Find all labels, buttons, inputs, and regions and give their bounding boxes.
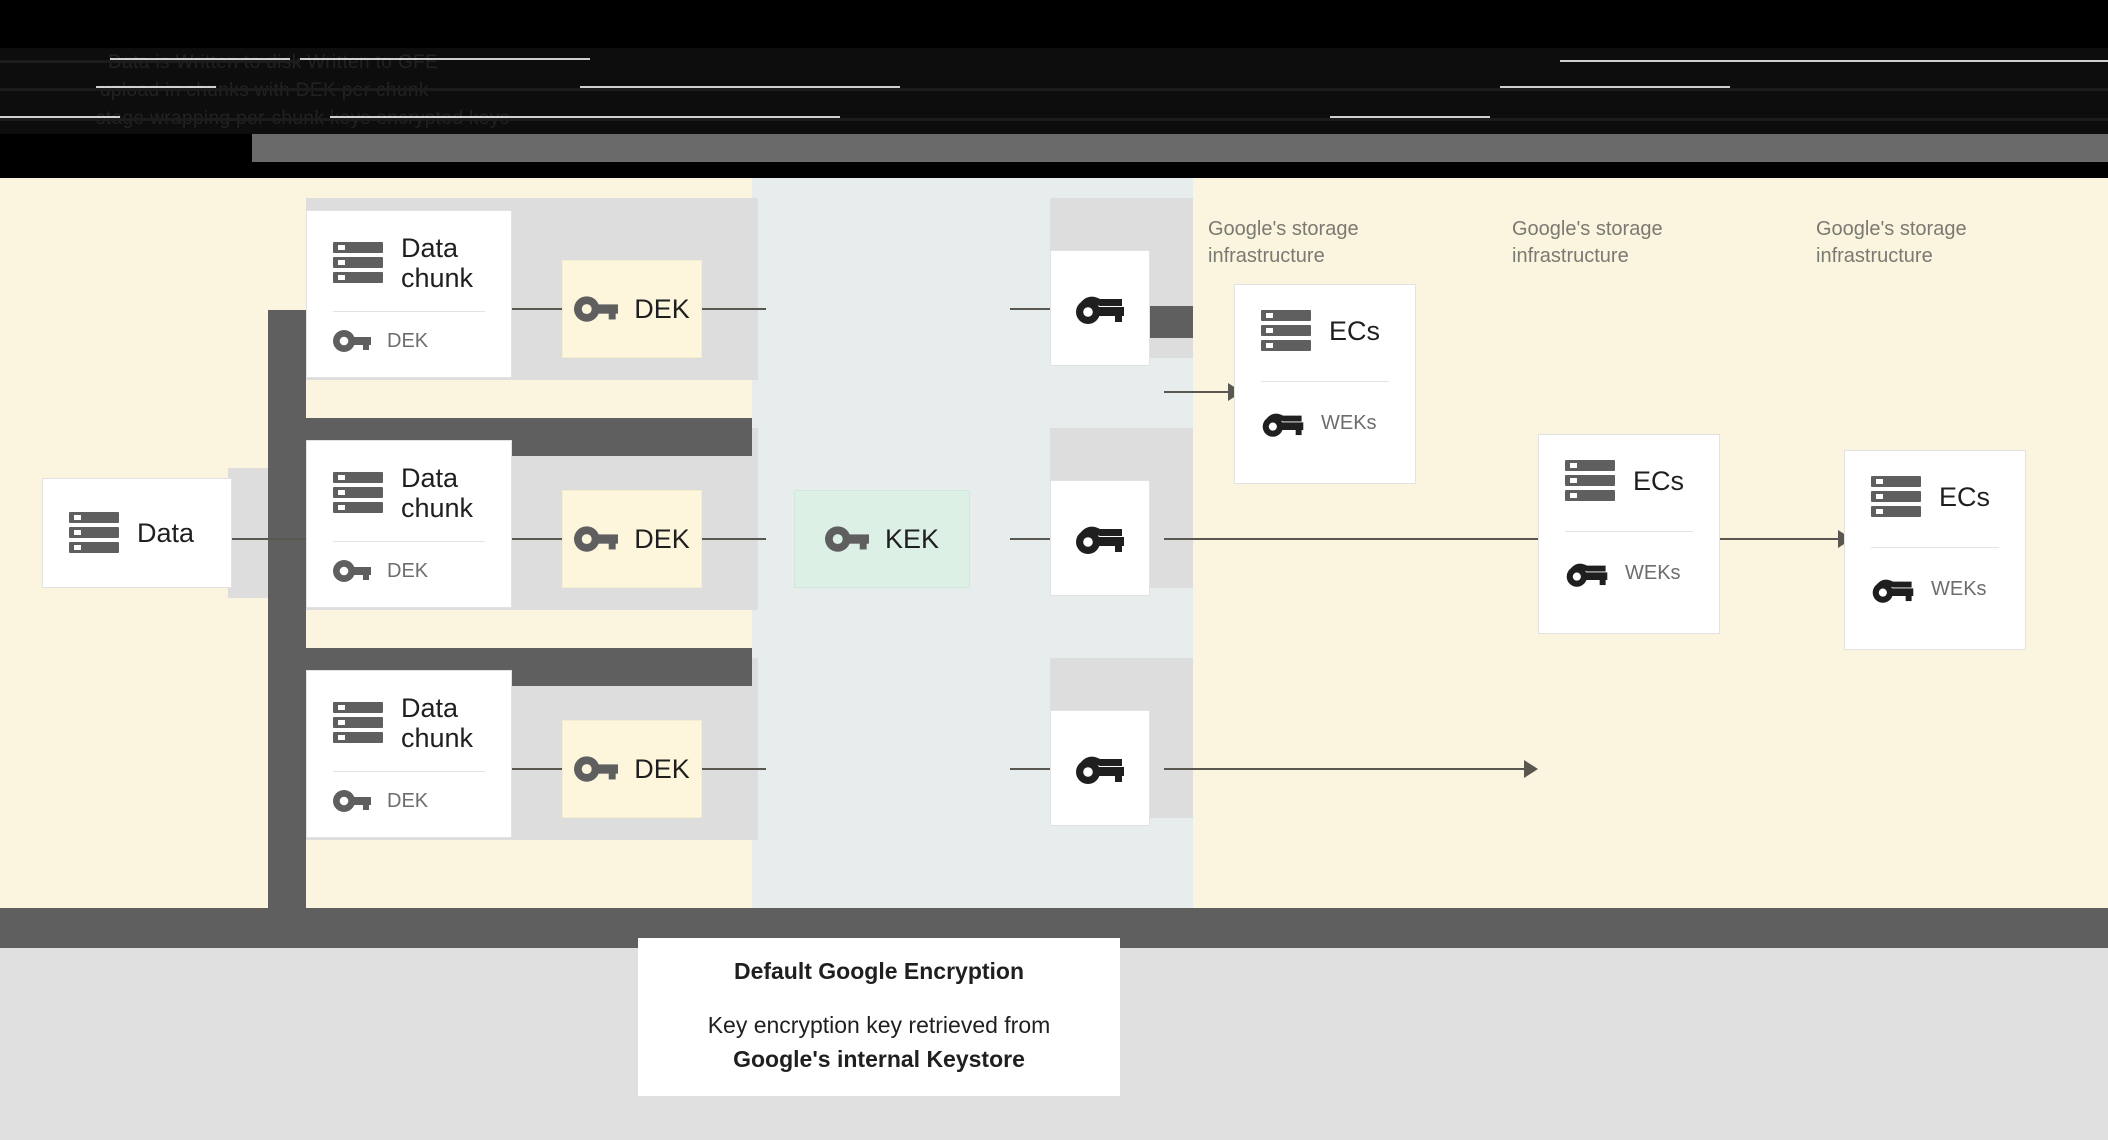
key-icon: [333, 558, 371, 584]
dek-box[interactable]: DEK: [562, 490, 702, 588]
key-icon: [824, 524, 869, 554]
caption-line-2: Google's internal Keystore: [733, 1045, 1025, 1072]
arrow-line-top: [1164, 391, 1236, 393]
header-strike: [0, 88, 2108, 91]
card-divider: [1565, 531, 1693, 532]
server-icon: [1261, 309, 1311, 353]
connector-chunk-to-dek: [512, 538, 562, 540]
server-icon: [69, 511, 119, 555]
data-chunk-card[interactable]: Data chunk DEK: [306, 440, 512, 608]
card-divider: [1871, 547, 1999, 548]
header-strike: [580, 86, 900, 88]
data-chunk-title: Data chunk: [401, 463, 474, 524]
ec-card-key-label: WEKs: [1625, 561, 1681, 584]
kek-label: KEK: [884, 523, 940, 554]
double-key-icon: [1074, 290, 1126, 326]
server-icon: [1871, 475, 1921, 519]
header-strike: [0, 116, 120, 118]
connector-to-wek: [1010, 308, 1052, 310]
card-divider: [333, 311, 485, 313]
ec-card-key-label: WEKs: [1931, 577, 1987, 600]
card-divider: [1261, 381, 1389, 382]
connector-chunk-to-dek: [512, 768, 562, 770]
key-icon: [574, 754, 619, 784]
arrow-line-bottom: [1164, 768, 1534, 770]
double-key-icon: [1261, 408, 1305, 438]
ec-card[interactable]: ECs WEKs: [1538, 434, 1720, 634]
header-footer-notch: [0, 134, 252, 162]
double-key-icon: [1074, 520, 1126, 556]
dek-label: DEK: [634, 523, 690, 554]
kek-box[interactable]: KEK: [794, 490, 970, 588]
header-footer-bar: [0, 134, 2108, 162]
caption-card: Default Google Encryption Key encryption…: [638, 938, 1120, 1096]
dek-label: DEK: [634, 753, 690, 784]
connector-dek-to-zone: [702, 308, 766, 310]
arrow-line-middle: [1164, 538, 1848, 540]
wrapped-key-box[interactable]: [1050, 250, 1150, 366]
ec-card[interactable]: ECs WEKs: [1844, 450, 2026, 650]
ec-card[interactable]: ECs WEKs: [1234, 284, 1416, 484]
dek-box[interactable]: DEK: [562, 260, 702, 358]
infra-label: Google's storage infrastructure: [1208, 218, 1359, 267]
data-chunk-key-label: DEK: [387, 789, 429, 812]
redaction-bar-vertical: [268, 310, 306, 950]
server-icon: [1565, 459, 1615, 503]
key-icon: [574, 294, 619, 324]
arrow-head-bottom: [1524, 760, 1538, 778]
data-chunk-key-label: DEK: [387, 559, 429, 582]
infra-label: Google's storage infrastructure: [1816, 218, 1967, 267]
header-strike: [330, 116, 840, 118]
header-line-2: upload in chunks with DEK per chunk: [100, 80, 1150, 102]
data-chunk-key-label: DEK: [387, 329, 429, 352]
data-chunk-card[interactable]: Data chunk DEK: [306, 670, 512, 838]
dek-label: DEK: [634, 293, 690, 324]
header-strike: [0, 118, 2108, 121]
data-source-label: Data: [137, 517, 195, 548]
header-strike: [110, 58, 290, 60]
ec-card-key-label: WEKs: [1321, 411, 1377, 434]
caption-body: Key encryption key retrieved from Google…: [708, 1009, 1051, 1076]
data-chunk-title: Data chunk: [401, 233, 474, 294]
caption-title: Default Google Encryption: [733, 958, 1025, 985]
obscured-header: Data is Written to disk Written to GFE u…: [0, 0, 2108, 162]
connector-chunk-to-dek: [512, 308, 562, 310]
diagram-canvas: Data Data chunk DEK: [0, 178, 2108, 950]
connector-kek-to-wek: [1010, 538, 1052, 540]
infra-label: Google's storage infrastructure: [1512, 218, 1663, 267]
ec-card-title: ECs: [1939, 481, 1991, 512]
data-chunk-card[interactable]: Data chunk DEK: [306, 210, 512, 378]
key-icon: [333, 328, 371, 354]
data-source-card[interactable]: Data: [42, 478, 232, 588]
wrapped-key-box[interactable]: [1050, 710, 1150, 826]
server-icon: [333, 701, 383, 745]
double-key-icon: [1565, 558, 1609, 588]
dek-box[interactable]: DEK: [562, 720, 702, 818]
header-strike: [1500, 86, 1730, 88]
header-strike: [96, 86, 216, 88]
connector-dek-to-zone: [702, 768, 766, 770]
double-key-icon: [1871, 574, 1915, 604]
card-divider: [333, 541, 485, 543]
header-line-1: Data is Written to disk Written to GFE: [108, 52, 439, 73]
data-chunk-title: Data chunk: [401, 693, 474, 754]
caption-line-1: Key encryption key retrieved from: [707, 1012, 1051, 1039]
server-icon: [333, 241, 383, 285]
header-strike: [1560, 60, 2108, 62]
connector-dek-to-kek: [702, 538, 766, 540]
double-key-icon: [1074, 750, 1126, 786]
connector-to-wek: [1010, 768, 1052, 770]
ec-card-title: ECs: [1633, 465, 1685, 496]
key-icon: [333, 788, 371, 814]
connector-data-to-chunk: [230, 538, 310, 540]
key-icon: [574, 524, 619, 554]
server-icon: [333, 471, 383, 515]
wrapped-key-box[interactable]: [1050, 480, 1150, 596]
header-strike: [1330, 116, 1490, 118]
ec-card-title: ECs: [1329, 315, 1381, 346]
card-divider: [333, 771, 485, 773]
header-strike: [300, 58, 590, 60]
header-strike: [0, 60, 300, 63]
